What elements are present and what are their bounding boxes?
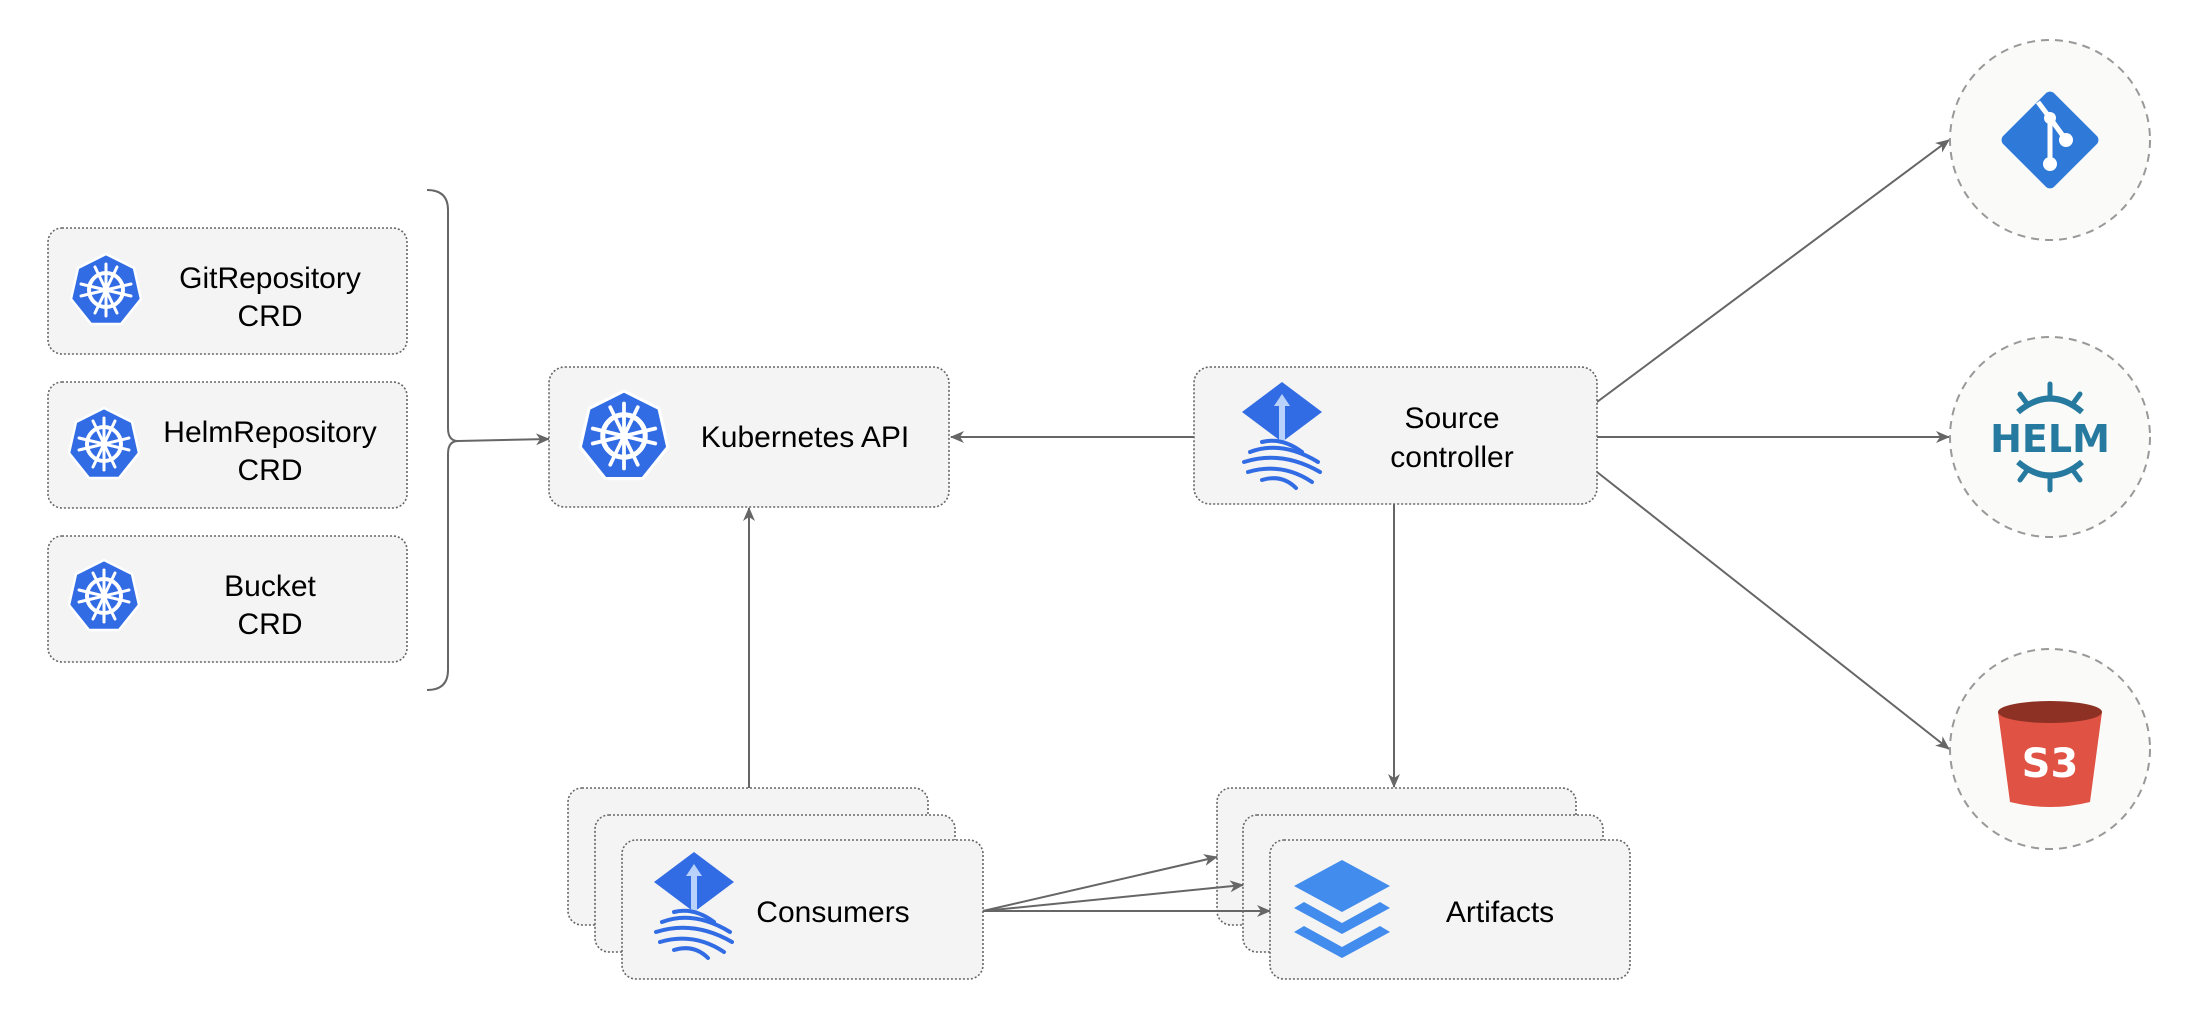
git-icon: [2001, 91, 2099, 189]
s3-node[interactable]: S3: [1949, 648, 2151, 850]
svg-text:S3: S3: [2022, 741, 2079, 787]
edge-crds-to-kubernetes-api: [457, 433, 550, 446]
node-label: Bucket: [224, 570, 316, 603]
node-sublabel: CRD: [238, 608, 303, 641]
helm-node[interactable]: HELM: [1949, 336, 2151, 538]
node-label: HelmRepository: [163, 416, 376, 449]
edge-source-controller-to-git: [1596, 139, 1950, 403]
source-controller-node[interactable]: Source controller: [1193, 366, 1598, 505]
git-repository-crd-node[interactable]: GitRepository CRD: [47, 227, 408, 355]
bucket-crd-node[interactable]: Bucket CRD: [47, 535, 408, 663]
artifacts-node[interactable]: Artifacts: [1216, 787, 1631, 980]
crd-bracket: [426, 189, 459, 691]
node-label: Kubernetes API: [701, 421, 909, 454]
kubernetes-api-node[interactable]: Kubernetes API: [548, 366, 950, 508]
node-label: Source: [1404, 402, 1499, 435]
edge-consumers-to-artifacts-1: [982, 854, 1218, 912]
node-sublabel: CRD: [238, 300, 303, 333]
helm-icon: HELM: [1990, 381, 2110, 493]
node-sublabel: CRD: [238, 454, 303, 487]
git-node[interactable]: [1949, 39, 2151, 241]
node-sublabel: controller: [1390, 441, 1513, 474]
edge-consumers-to-artifacts-2: [982, 880, 1244, 912]
node-label: Artifacts: [1446, 896, 1554, 929]
consumers-node[interactable]: Consumers: [567, 787, 984, 980]
helm-repository-crd-node[interactable]: HelmRepository CRD: [47, 381, 408, 509]
edge-source-controller-to-s3: [1596, 471, 1950, 750]
svg-text:HELM: HELM: [1990, 417, 2110, 461]
node-label: Consumers: [756, 896, 909, 929]
s3-bucket-icon: S3: [1998, 701, 2102, 807]
node-label: GitRepository: [179, 262, 361, 295]
